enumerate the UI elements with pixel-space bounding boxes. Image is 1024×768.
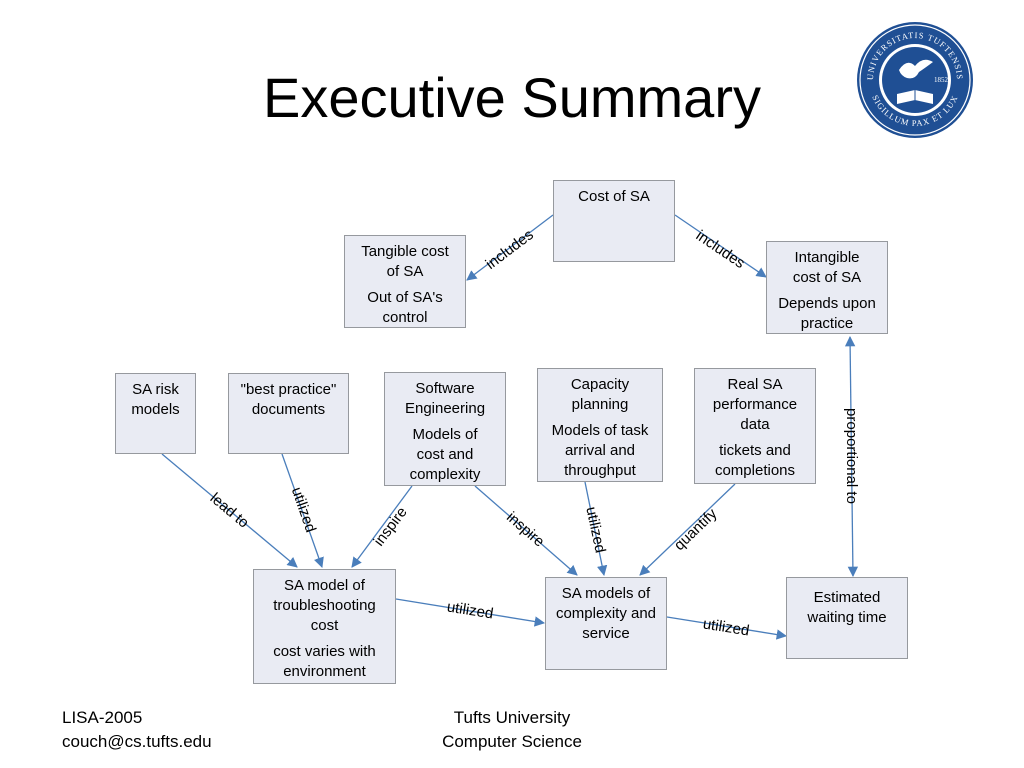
edge-softeng-complex <box>474 485 578 576</box>
edge-best-trouble <box>281 453 324 568</box>
node-troubleshooting-line1: SA model of troubleshooting cost <box>273 577 376 634</box>
footer-left: LISA-2005 couch@cs.tufts.edu <box>62 706 212 754</box>
node-tangible-line2: Out of SA's control <box>367 289 443 326</box>
node-real-sa-performance-data: Real SA performance data tickets and com… <box>694 368 816 484</box>
edge-trouble-complex <box>395 598 546 627</box>
edge-label-capacity-complex: utilized <box>582 505 608 554</box>
node-waiting-line1: Estimated waiting time <box>807 589 887 626</box>
edge-risk-trouble <box>161 453 298 568</box>
edge-label-complex-waiting: utilized <box>702 615 751 639</box>
edge-cost-tangible <box>466 214 554 281</box>
footer-conference: LISA-2005 <box>62 708 143 727</box>
node-intangible-cost: Intangible cost of SA Depends upon pract… <box>766 241 888 334</box>
edge-label-real-complex: quantify <box>671 505 721 554</box>
footer-center: Tufts University Computer Science <box>380 706 644 754</box>
edge-softeng-trouble <box>351 485 413 568</box>
edge-intangible-waiting <box>844 335 859 578</box>
slide-title: Executive Summary <box>263 66 761 129</box>
node-capacity-planning: Capacity planning Models of task arrival… <box>537 368 663 482</box>
footer-email: couch@cs.tufts.edu <box>62 732 212 751</box>
node-troubleshooting-cost-model: SA model of troubleshooting cost cost va… <box>253 569 396 684</box>
edge-cost-intangible <box>674 214 767 278</box>
node-troubleshooting-line2: cost varies with environment <box>273 643 376 680</box>
node-best-practice-documents: "best practice" documents <box>228 373 349 454</box>
node-bestpractice-line1: "best practice" documents <box>240 381 337 418</box>
node-softeng-line1: Software Engineering <box>404 380 486 417</box>
edge-capacity-complex <box>584 481 608 577</box>
edge-label-risk-trouble: lead to <box>207 490 252 532</box>
edge-label-cost-tangible: includes <box>483 226 537 273</box>
node-intangible-line1: Intangible cost of SA <box>792 249 862 286</box>
node-estimated-waiting-time: Estimated waiting time <box>786 577 908 659</box>
footer-department: Computer Science <box>442 732 582 751</box>
node-sa-risk-models: SA risk models <box>115 373 196 454</box>
node-realdata-line1: Real SA performance data <box>712 376 798 433</box>
edge-label-trouble-complex: utilized <box>446 598 495 622</box>
university-seal-logo: UNIVERSITATIS TUFTENSIS SIGILLUM PAX ET … <box>857 22 973 138</box>
node-tangible-line1: Tangible cost of SA <box>361 243 449 280</box>
node-capacity-line2: Models of task arrival and throughput <box>551 422 649 479</box>
edge-real-complex <box>639 483 736 576</box>
node-realdata-line2: tickets and completions <box>714 442 796 479</box>
edge-label-softeng-complex: inspire <box>503 509 548 551</box>
node-softeng-line2: Models of cost and complexity <box>409 426 481 483</box>
footer-university: Tufts University <box>453 708 571 727</box>
edge-label-best-trouble: utilized <box>288 485 319 535</box>
node-risk-line1: SA risk models <box>131 381 180 418</box>
node-software-engineering: Software Engineering Models of cost and … <box>384 372 506 486</box>
node-tangible-cost: Tangible cost of SA Out of SA's control <box>344 235 466 328</box>
edge-label-cost-intangible: includes <box>693 227 748 272</box>
node-complexity-line1: SA models of complexity and service <box>555 585 657 642</box>
seal-year: 1852 <box>934 76 949 84</box>
edge-label-intangible-waiting: proportional to <box>843 408 860 504</box>
node-intangible-line2: Depends upon practice <box>778 295 876 332</box>
node-cost-line1: Cost of SA <box>578 188 650 205</box>
node-capacity-line1: Capacity planning <box>570 376 630 413</box>
node-complexity-service-models: SA models of complexity and service <box>545 577 667 670</box>
edge-complex-waiting <box>666 616 788 640</box>
node-cost-of-sa: Cost of SA <box>553 180 675 262</box>
edge-label-softeng-trouble: inspire <box>370 504 410 550</box>
